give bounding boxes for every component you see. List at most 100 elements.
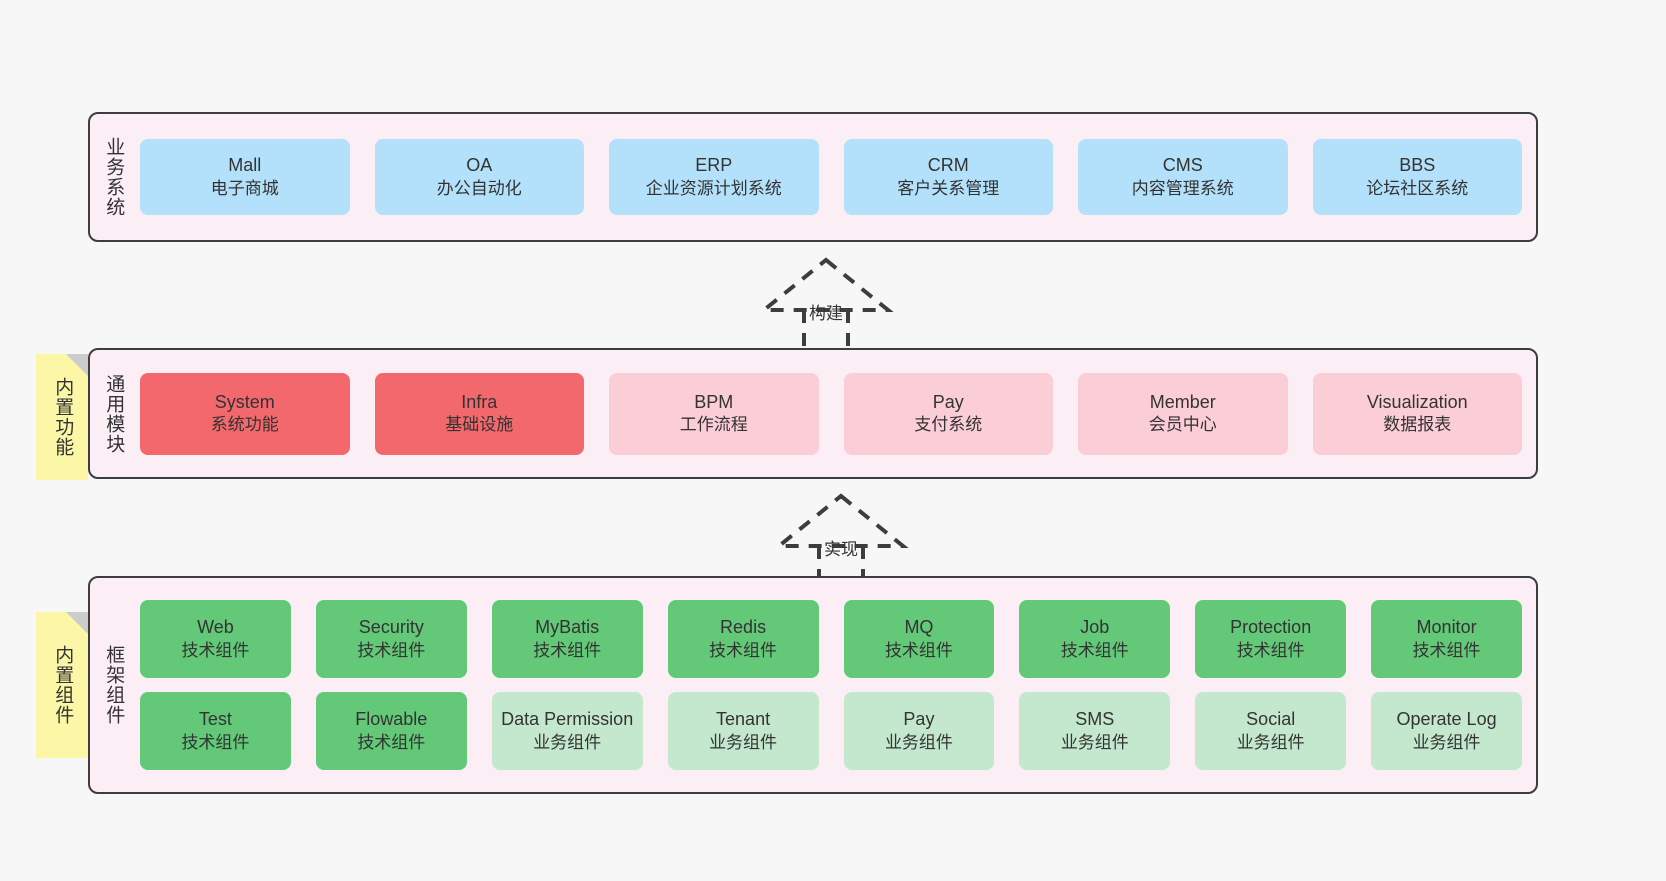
- card-visualization[interactable]: Visualization 数据报表: [1312, 372, 1522, 455]
- card-title: Protection: [1230, 617, 1312, 638]
- card-title: BPM: [694, 391, 734, 412]
- card-title: Data Permission: [501, 709, 634, 730]
- card-job[interactable]: Job 技术组件: [1019, 600, 1171, 678]
- card-mybatis[interactable]: MyBatis 技术组件: [491, 600, 643, 678]
- card-subtitle: 支付系统: [914, 415, 983, 435]
- card-subtitle: 电子商城: [210, 178, 279, 198]
- card-subtitle: 业务组件: [1412, 732, 1481, 752]
- card-title: Pay: [903, 709, 935, 730]
- card-row: Test 技术组件 Flowable 技术组件 Data Permission …: [140, 692, 1522, 770]
- card-title: Security: [358, 617, 424, 638]
- card-subtitle: 工作流程: [679, 415, 748, 435]
- page-fold-icon: [66, 354, 88, 376]
- card-data-permission[interactable]: Data Permission 业务组件: [491, 692, 643, 770]
- connector-implement: 实现: [751, 488, 931, 588]
- card-title: BBS: [1399, 155, 1436, 176]
- connector-label: 构建: [809, 304, 843, 323]
- card-title: MyBatis: [535, 617, 600, 638]
- layer-body-common-modules: System 系统功能 Infra 基础设施 BPM 工作流程 Pay 支付系统…: [136, 350, 1536, 477]
- sticky-note-label: 内置组件: [52, 645, 74, 725]
- card-protection[interactable]: Protection 技术组件: [1195, 600, 1347, 678]
- card-sms[interactable]: SMS 业务组件: [1019, 692, 1171, 770]
- card-subtitle: 技术组件: [884, 640, 953, 660]
- layer-common-modules: 通用模块 System 系统功能 Infra 基础设施 BPM 工作流程 Pay…: [88, 348, 1538, 479]
- card-subtitle: 业务组件: [1060, 732, 1129, 752]
- connector-label: 实现: [824, 540, 858, 559]
- layer-body-business-systems: Mall 电子商城 OA 办公自动化 ERP 企业资源计划系统 CRM 客户关系…: [136, 114, 1536, 240]
- card-row: Mall 电子商城 OA 办公自动化 ERP 企业资源计划系统 CRM 客户关系…: [140, 139, 1522, 215]
- connector-stem-icon: [802, 310, 850, 352]
- card-infra[interactable]: Infra 基础设施: [374, 372, 584, 455]
- layer-title-business-systems: 业务系统: [103, 137, 125, 217]
- card-title: Operate Log: [1396, 709, 1497, 730]
- card-subtitle: 会员中心: [1148, 415, 1217, 435]
- card-subtitle: 办公自动化: [436, 178, 522, 198]
- card-oa[interactable]: OA 办公自动化: [374, 139, 584, 215]
- card-erp[interactable]: ERP 企业资源计划系统: [609, 139, 819, 215]
- card-title: Visualization: [1366, 391, 1468, 412]
- card-social[interactable]: Social 业务组件: [1195, 692, 1347, 770]
- card-title: ERP: [695, 155, 733, 176]
- card-subtitle: 技术组件: [709, 640, 778, 660]
- card-subtitle: 技术组件: [1412, 640, 1481, 660]
- card-title: Social: [1246, 709, 1296, 730]
- card-cms[interactable]: CMS 内容管理系统: [1078, 139, 1288, 215]
- connector-build: 构建: [736, 252, 916, 352]
- card-subtitle: 技术组件: [357, 640, 426, 660]
- card-row: System 系统功能 Infra 基础设施 BPM 工作流程 Pay 支付系统…: [140, 372, 1522, 455]
- card-subtitle: 内容管理系统: [1131, 178, 1234, 198]
- card-tenant[interactable]: Tenant 业务组件: [667, 692, 819, 770]
- card-operate-log[interactable]: Operate Log 业务组件: [1371, 692, 1522, 770]
- card-subtitle: 技术组件: [533, 640, 602, 660]
- layer-title-common-modules: 通用模块: [103, 373, 125, 454]
- card-title: Web: [197, 617, 234, 638]
- card-title: System: [214, 391, 275, 412]
- card-subtitle: 基础设施: [445, 415, 514, 435]
- card-redis[interactable]: Redis 技术组件: [667, 600, 819, 678]
- card-monitor[interactable]: Monitor 技术组件: [1371, 600, 1522, 678]
- card-subtitle: 系统功能: [210, 415, 279, 435]
- card-subtitle: 技术组件: [1236, 640, 1305, 660]
- layer-business-systems: 业务系统 Mall 电子商城 OA 办公自动化 ERP 企业资源计划系统 CRM…: [88, 112, 1538, 242]
- card-title: Monitor: [1416, 617, 1477, 638]
- card-subtitle: 客户关系管理: [897, 178, 1000, 198]
- card-mall[interactable]: Mall 电子商城: [140, 139, 350, 215]
- page-fold-icon: [66, 612, 88, 634]
- card-title: Mall: [228, 155, 262, 176]
- card-title: CMS: [1162, 155, 1203, 176]
- card-web[interactable]: Web 技术组件: [140, 600, 291, 678]
- card-bbs[interactable]: BBS 论坛社区系统: [1312, 139, 1522, 215]
- card-bpm[interactable]: BPM 工作流程: [609, 372, 819, 455]
- card-row: Web 技术组件 Security 技术组件 MyBatis 技术组件 Redi…: [140, 600, 1522, 678]
- card-mq[interactable]: MQ 技术组件: [843, 600, 995, 678]
- card-title: Tenant: [716, 709, 771, 730]
- card-title: Member: [1149, 391, 1216, 412]
- card-pay[interactable]: Pay 支付系统: [843, 372, 1053, 455]
- card-member[interactable]: Member 会员中心: [1078, 372, 1288, 455]
- sticky-note-built-in-components: 内置组件: [36, 612, 88, 758]
- card-subtitle: 技术组件: [181, 732, 250, 752]
- generalization-triangle-icon: [758, 257, 894, 312]
- card-test[interactable]: Test 技术组件: [140, 692, 291, 770]
- card-subtitle: 论坛社区系统: [1366, 178, 1469, 198]
- card-subtitle: 技术组件: [1060, 640, 1129, 660]
- card-flowable[interactable]: Flowable 技术组件: [315, 692, 467, 770]
- card-crm[interactable]: CRM 客户关系管理: [843, 139, 1053, 215]
- card-title: MQ: [904, 617, 934, 638]
- card-system[interactable]: System 系统功能: [140, 372, 350, 455]
- card-pay-business[interactable]: Pay 业务组件: [843, 692, 995, 770]
- card-title: Test: [198, 709, 232, 730]
- layer-framework-components: 框架组件 Web 技术组件 Security 技术组件 MyBatis 技术组件…: [88, 576, 1538, 794]
- card-title: CRM: [927, 155, 969, 176]
- card-subtitle: 技术组件: [357, 732, 426, 752]
- card-subtitle: 数据报表: [1383, 415, 1452, 435]
- card-security[interactable]: Security 技术组件: [315, 600, 467, 678]
- card-title: Job: [1080, 617, 1110, 638]
- layer-title-framework-components: 框架组件: [103, 645, 125, 725]
- card-title: OA: [466, 155, 493, 176]
- card-subtitle: 技术组件: [181, 640, 250, 660]
- card-title: Pay: [932, 391, 964, 412]
- card-subtitle: 业务组件: [709, 732, 778, 752]
- sticky-note-built-in-features: 内置功能: [36, 354, 88, 480]
